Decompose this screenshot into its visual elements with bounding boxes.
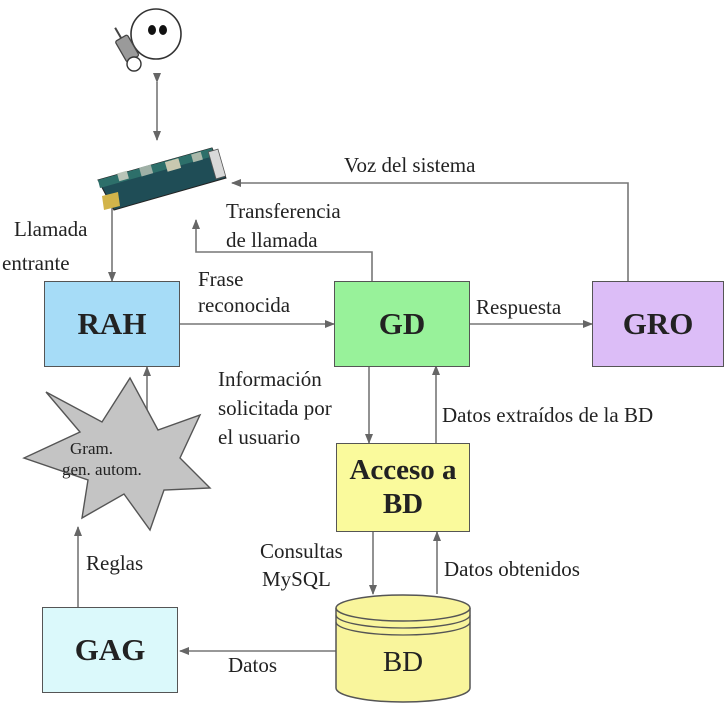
edge-transferencia xyxy=(192,219,373,281)
informacion-label-line2: solicitada por xyxy=(218,396,332,420)
gag-label: GAG xyxy=(74,632,146,668)
gro-box: GRO xyxy=(592,281,724,367)
acceso-label-line2: BD xyxy=(382,487,424,520)
rah-label: RAH xyxy=(77,306,147,342)
datos-label: Datos xyxy=(228,653,277,677)
user-phone-icon xyxy=(114,8,182,72)
gro-label: GRO xyxy=(622,306,694,342)
rah-box: RAH xyxy=(44,281,180,367)
acceso-label-line1: Acceso a xyxy=(349,454,457,487)
gd-label: GD xyxy=(378,306,426,342)
informacion-label-line3: el usuario xyxy=(218,425,301,449)
datos-extraidos-label: Datos extraídos de la BD xyxy=(442,403,654,427)
gd-box: GD xyxy=(334,281,470,367)
acceso-bd-box: Acceso a BD xyxy=(336,443,470,532)
llamada-label-line1: Llamada xyxy=(14,217,88,241)
voz-sistema-label: Voz del sistema xyxy=(344,153,476,177)
gram-label-line2: gen. autom. xyxy=(62,460,142,479)
transferencia-label-line2: de llamada xyxy=(226,228,318,252)
llamada-label-line2: entrante xyxy=(2,251,70,275)
transferencia-label-line1: Transferencia xyxy=(226,199,341,223)
frase-label-line2: reconocida xyxy=(198,293,291,317)
edge-voz-sistema xyxy=(231,179,629,281)
datos-obtenidos-label: Datos obtenidos xyxy=(444,557,580,581)
reglas-label: Reglas xyxy=(86,551,144,575)
bd-label: BD xyxy=(382,646,424,678)
respuesta-label: Respuesta xyxy=(476,295,562,319)
gag-box: GAG xyxy=(42,607,178,693)
consultas-label-line1: Consultas xyxy=(260,539,343,563)
bd-cylinder xyxy=(335,594,471,703)
gram-star-shape xyxy=(22,376,212,532)
frase-label-line1: Frase xyxy=(198,267,244,291)
gram-label-line1: Gram. xyxy=(70,439,113,458)
informacion-label-line1: Información xyxy=(218,367,322,391)
consultas-label-line2: MySQL xyxy=(262,567,331,591)
telephony-card-icon xyxy=(97,147,227,211)
